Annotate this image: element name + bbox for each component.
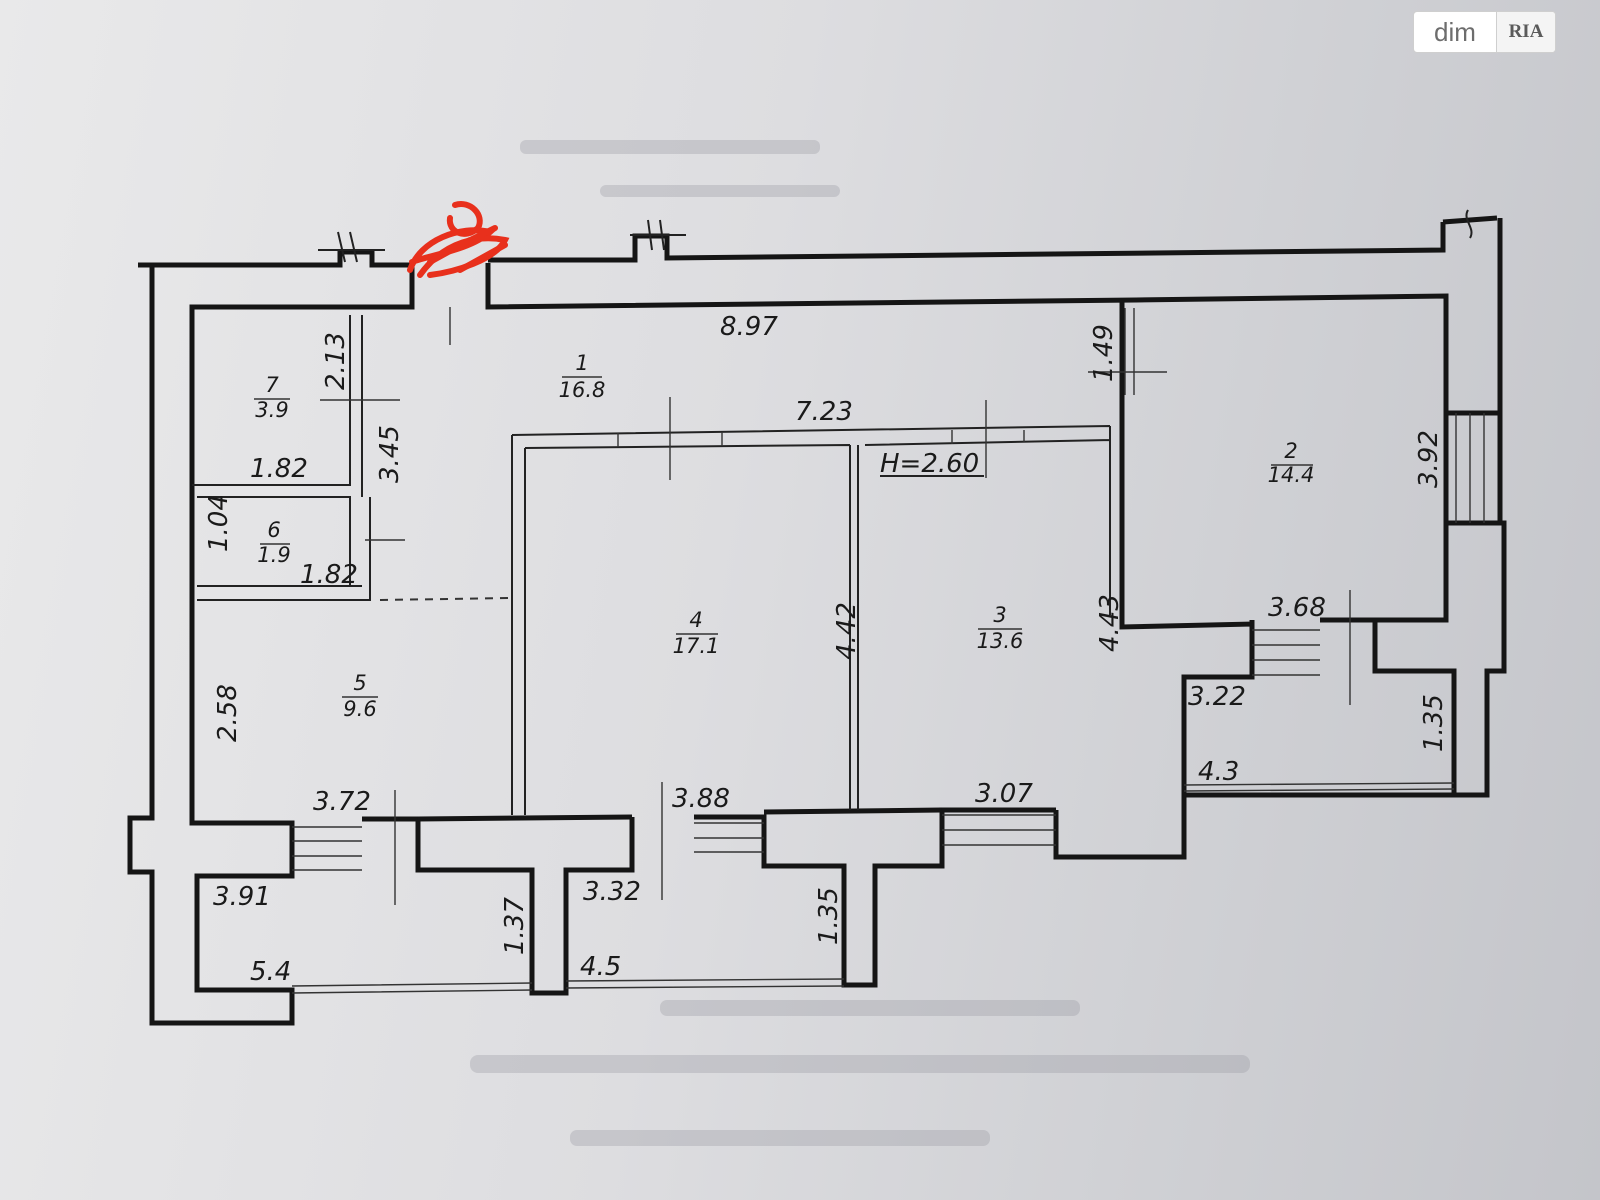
east-wall xyxy=(1372,520,1507,798)
room-6: 6 1.9 xyxy=(257,518,290,567)
dim-label: 4.42 xyxy=(832,602,862,660)
south-wall-inner xyxy=(417,807,943,822)
partition-room-7 xyxy=(192,315,363,497)
dim-label: 4.3 xyxy=(1198,757,1239,787)
dim-label: 3.92 xyxy=(1414,430,1444,488)
east-balcony-wall xyxy=(1443,413,1503,523)
dim-label: 4.5 xyxy=(580,952,621,982)
partition-room-6 xyxy=(197,496,371,601)
room-2-area: 14.4 xyxy=(1268,463,1315,487)
room-2-number: 2 xyxy=(1284,439,1297,463)
outer-wall xyxy=(127,249,415,1026)
dim-label: 5.4 xyxy=(250,957,291,987)
north-wall-outer xyxy=(409,215,1498,265)
dim-label: 2.13 xyxy=(321,332,351,390)
north-wall-inner xyxy=(485,218,1503,416)
logo-ria-text: RIA xyxy=(1496,12,1555,52)
dim-label: 1.37 xyxy=(500,897,530,955)
room-4: 4 17.1 xyxy=(673,608,720,658)
room-1: 1 16.8 xyxy=(559,351,606,402)
ceiling-height: H=2.60 xyxy=(880,449,979,479)
dim-label: 1.35 xyxy=(814,887,844,945)
balcony-right-wall xyxy=(1184,617,1454,798)
room-1-number: 1 xyxy=(575,351,588,375)
dim-label: 3.88 xyxy=(672,784,730,814)
room-5: 5 9.6 xyxy=(342,671,378,721)
zone-divider xyxy=(379,597,513,601)
windows xyxy=(291,308,1485,994)
room-4-number: 4 xyxy=(689,608,702,632)
dim-label: 3.07 xyxy=(975,779,1033,809)
room-7-number: 7 xyxy=(265,373,279,397)
south-wall xyxy=(192,807,1056,996)
dim-label: 3.68 xyxy=(1268,593,1326,623)
dim-label: 1.49 xyxy=(1089,324,1119,382)
room-6-area: 1.9 xyxy=(257,543,290,567)
partition-rooms-4-3 xyxy=(511,425,1111,815)
dim-label: 1.82 xyxy=(250,454,308,484)
door-marks xyxy=(320,307,1351,905)
dim-label: 4.43 xyxy=(1095,594,1125,652)
dim-label: 8.97 xyxy=(720,312,778,342)
room-7-area: 3.9 xyxy=(255,398,288,422)
room-3-number: 3 xyxy=(993,603,1006,627)
dim-label: 3.32 xyxy=(583,877,641,907)
dim-label: 3.22 xyxy=(1188,682,1246,712)
room-3-east-wall xyxy=(1053,300,1255,860)
dim-label: 7.23 xyxy=(795,397,853,427)
room-4-area: 17.1 xyxy=(673,634,720,658)
bleed-through-marks xyxy=(470,140,1250,1146)
dim-ria-logo: dim RIA xyxy=(1413,11,1556,53)
logo-dim-text: dim xyxy=(1434,16,1476,47)
red-scribble xyxy=(407,201,510,278)
dim-label: 2.58 xyxy=(213,684,243,742)
dim-label: 3.72 xyxy=(313,787,371,817)
room-1-area: 16.8 xyxy=(559,378,606,402)
room-3: 3 13.6 xyxy=(977,603,1024,653)
vent-symbols xyxy=(318,209,1473,263)
dim-label: 1.35 xyxy=(1419,694,1449,752)
dim-label: 3.45 xyxy=(375,425,405,483)
dim-label: 1.04 xyxy=(204,494,234,552)
room-6-number: 6 xyxy=(267,518,280,542)
room-5-number: 5 xyxy=(353,671,366,695)
dimension-labels: 8.97 1.49 7.23 2.13 1.82 3.45 1.04 1.82 … xyxy=(204,312,1449,987)
dim-label: 3.91 xyxy=(213,882,271,912)
room-5-area: 9.6 xyxy=(343,697,376,721)
room-7: 7 3.9 xyxy=(254,373,290,422)
room-3-area: 13.6 xyxy=(977,629,1024,653)
room-2: 2 14.4 xyxy=(1268,439,1315,487)
dim-label: 1.82 xyxy=(300,560,358,590)
